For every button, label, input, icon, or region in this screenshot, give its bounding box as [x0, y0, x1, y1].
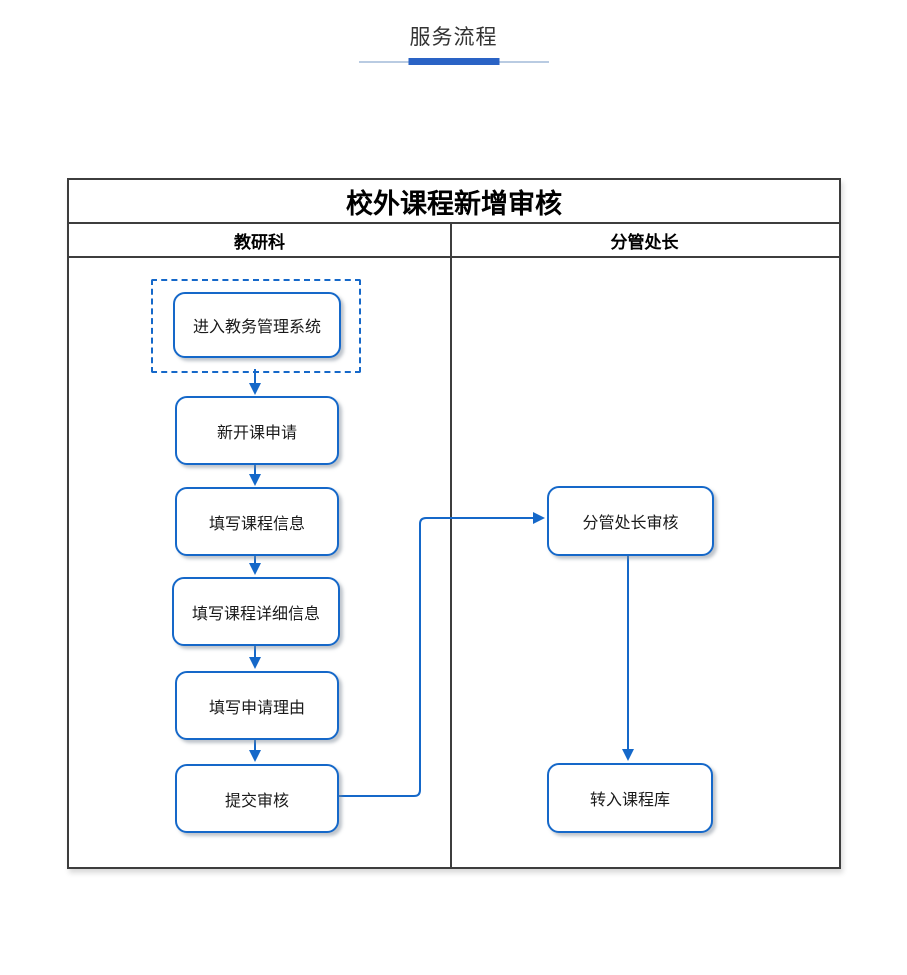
lane-header-jiaoyanke: 教研科 — [234, 232, 285, 252]
flow-step-director-review: 分管处长审核 — [547, 486, 714, 556]
entry-step-dashed-outline — [151, 279, 361, 373]
flowchart-title: 校外课程新增审核 — [69, 180, 839, 224]
page-title: 服务流程 — [409, 26, 498, 49]
lane-header-row: 教研科 分管处长 — [69, 224, 839, 258]
flow-step-transfer-to-course-library: 转入课程库 — [547, 763, 713, 833]
flow-step-submit-review: 提交审核 — [175, 764, 339, 833]
lane-header-fenguanchuzhang: 分管处长 — [610, 232, 679, 252]
flow-step-new-course-application: 新开课申请 — [175, 396, 339, 465]
flow-step-fill-course-details: 填写课程详细信息 — [172, 577, 340, 646]
lane-divider — [450, 222, 452, 867]
flow-step-enter-system: 进入教务管理系统 — [173, 292, 341, 358]
title-underline — [358, 58, 549, 65]
title-underline-bar — [408, 58, 499, 65]
flow-step-fill-course-info: 填写课程信息 — [175, 487, 339, 556]
flow-step-fill-application-reason: 填写申请理由 — [175, 671, 339, 740]
